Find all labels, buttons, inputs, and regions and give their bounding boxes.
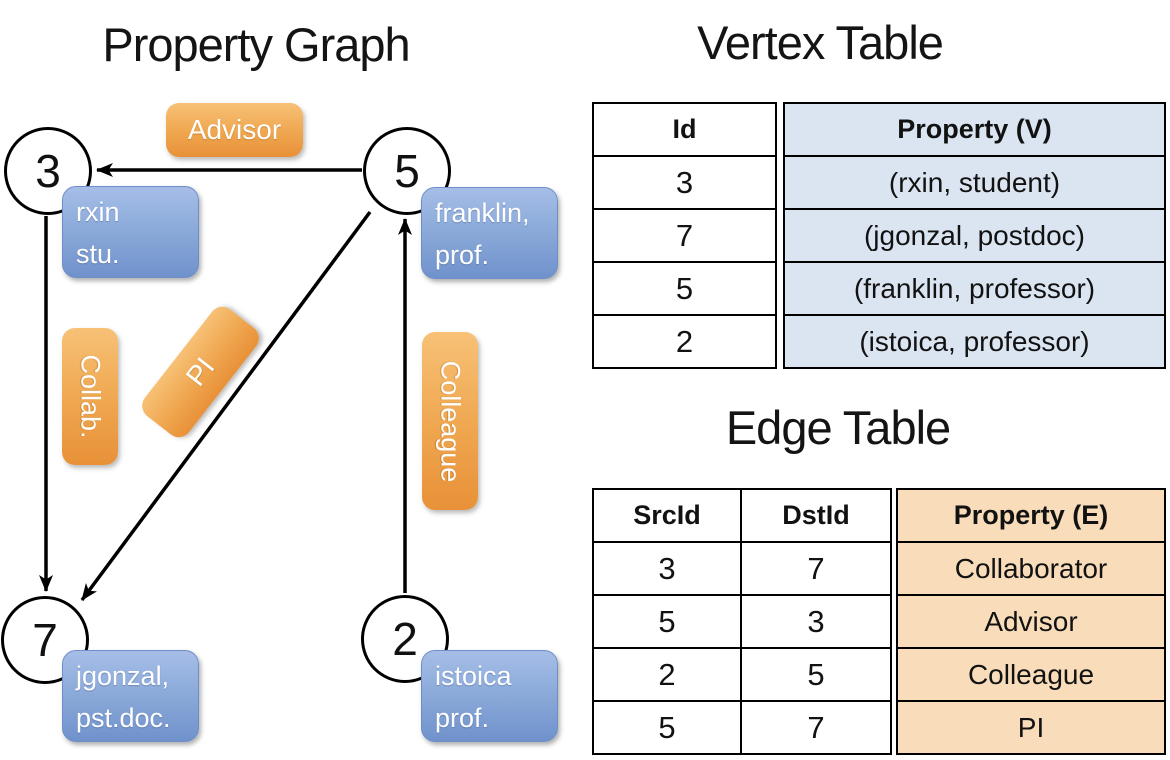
table-row: 2 <box>592 314 777 369</box>
edge-table-title: Edge Table <box>725 401 951 454</box>
edge-table-id-columns: SrcId DstId 3 7 5 3 2 5 5 7 <box>592 488 892 755</box>
edge-dst-cell: 7 <box>740 541 892 596</box>
vertex-id-cell: 3 <box>592 155 777 210</box>
edge-label-text: PI <box>179 351 221 392</box>
vertex-table-title: Vertex Table <box>697 16 944 69</box>
vertex-table-header-id: Id <box>592 102 777 157</box>
edge-dst-cell: 5 <box>740 647 892 702</box>
vertex-property-cell: (jgonzal, postdoc) <box>783 208 1166 263</box>
edge-table-header-property: Property (E) <box>896 488 1166 543</box>
edge-src-cell: 3 <box>592 541 742 596</box>
graph-node-5: 5 <box>363 127 451 215</box>
vertex-property-cell: (franklin, professor) <box>783 261 1166 316</box>
vertex-id-cell: 2 <box>592 314 777 369</box>
node-id-label: 3 <box>35 145 61 197</box>
vertex-table-property-column: Property (V) (rxin, student) (jgonzal, p… <box>783 102 1166 369</box>
vertex-id-cell: 7 <box>592 208 777 263</box>
edge-table-property-column: Property (E) Collaborator Advisor Collea… <box>896 488 1166 755</box>
edge-label-text: Colleague <box>435 360 466 482</box>
vertex-property-box-franklin: franklin, prof. <box>421 187 558 279</box>
edge-property-cell: Collaborator <box>896 541 1166 596</box>
table-row: (rxin, student) <box>783 155 1166 210</box>
table-row: 5 7 <box>592 700 892 755</box>
property-graph-panel: Property Graph 3 5 7 2 rxin stu. frankli… <box>1 18 558 742</box>
table-row: 5 3 <box>592 594 892 649</box>
edge-property-cell: Advisor <box>896 594 1166 649</box>
edge-label-colleague: Colleague <box>422 332 478 510</box>
vertex-id-cell: 5 <box>592 261 777 316</box>
table-row: (istoica, professor) <box>783 314 1166 369</box>
node-id-label: 7 <box>32 614 58 666</box>
table-row: (jgonzal, postdoc) <box>783 208 1166 263</box>
vertex-table-id-column: Id 3 7 5 2 <box>592 102 777 369</box>
edge-label-text: Collab. <box>75 354 106 439</box>
edge-label-collab: Collab. <box>62 328 118 465</box>
graph-edges <box>39 163 412 602</box>
graph-title: Property Graph <box>102 18 410 71</box>
vertex-property-cell: (istoica, professor) <box>783 314 1166 369</box>
vertex-property-box-istoica: istoica prof. <box>421 650 558 742</box>
edge-table-header-dstid: DstId <box>740 488 892 543</box>
edge-label-text: Advisor <box>187 114 282 145</box>
edge-src-cell: 5 <box>592 594 742 649</box>
table-row: 3 7 <box>592 541 892 596</box>
edge-property-cell: PI <box>896 700 1166 755</box>
edge-label-advisor: Advisor <box>166 103 303 157</box>
table-row: PI <box>896 700 1166 755</box>
edge-arrow-5-to-7 <box>80 210 372 602</box>
table-row: Advisor <box>896 594 1166 649</box>
graph-node-2: 2 <box>361 595 449 683</box>
table-row: 2 5 <box>592 647 892 702</box>
table-row: Collaborator <box>896 541 1166 596</box>
vertex-property-box-jgonzal: jgonzal, pst.doc. <box>62 650 199 742</box>
edge-dst-cell: 7 <box>740 700 892 755</box>
node-id-label: 2 <box>392 613 418 665</box>
edge-dst-cell: 3 <box>740 594 892 649</box>
node-id-label: 5 <box>394 145 420 197</box>
vertex-property-box-rxin: rxin stu. <box>62 186 199 278</box>
edge-src-cell: 5 <box>592 700 742 755</box>
edge-src-cell: 2 <box>592 647 742 702</box>
table-row: 7 <box>592 208 777 263</box>
vertex-table-header-property: Property (V) <box>783 102 1166 157</box>
vertex-property-cell: (rxin, student) <box>783 155 1166 210</box>
table-row: (franklin, professor) <box>783 261 1166 316</box>
edge-table-header-srcid: SrcId <box>592 488 742 543</box>
table-row: 3 <box>592 155 777 210</box>
edge-property-cell: Colleague <box>896 647 1166 702</box>
table-row: Colleague <box>896 647 1166 702</box>
table-row: 5 <box>592 261 777 316</box>
